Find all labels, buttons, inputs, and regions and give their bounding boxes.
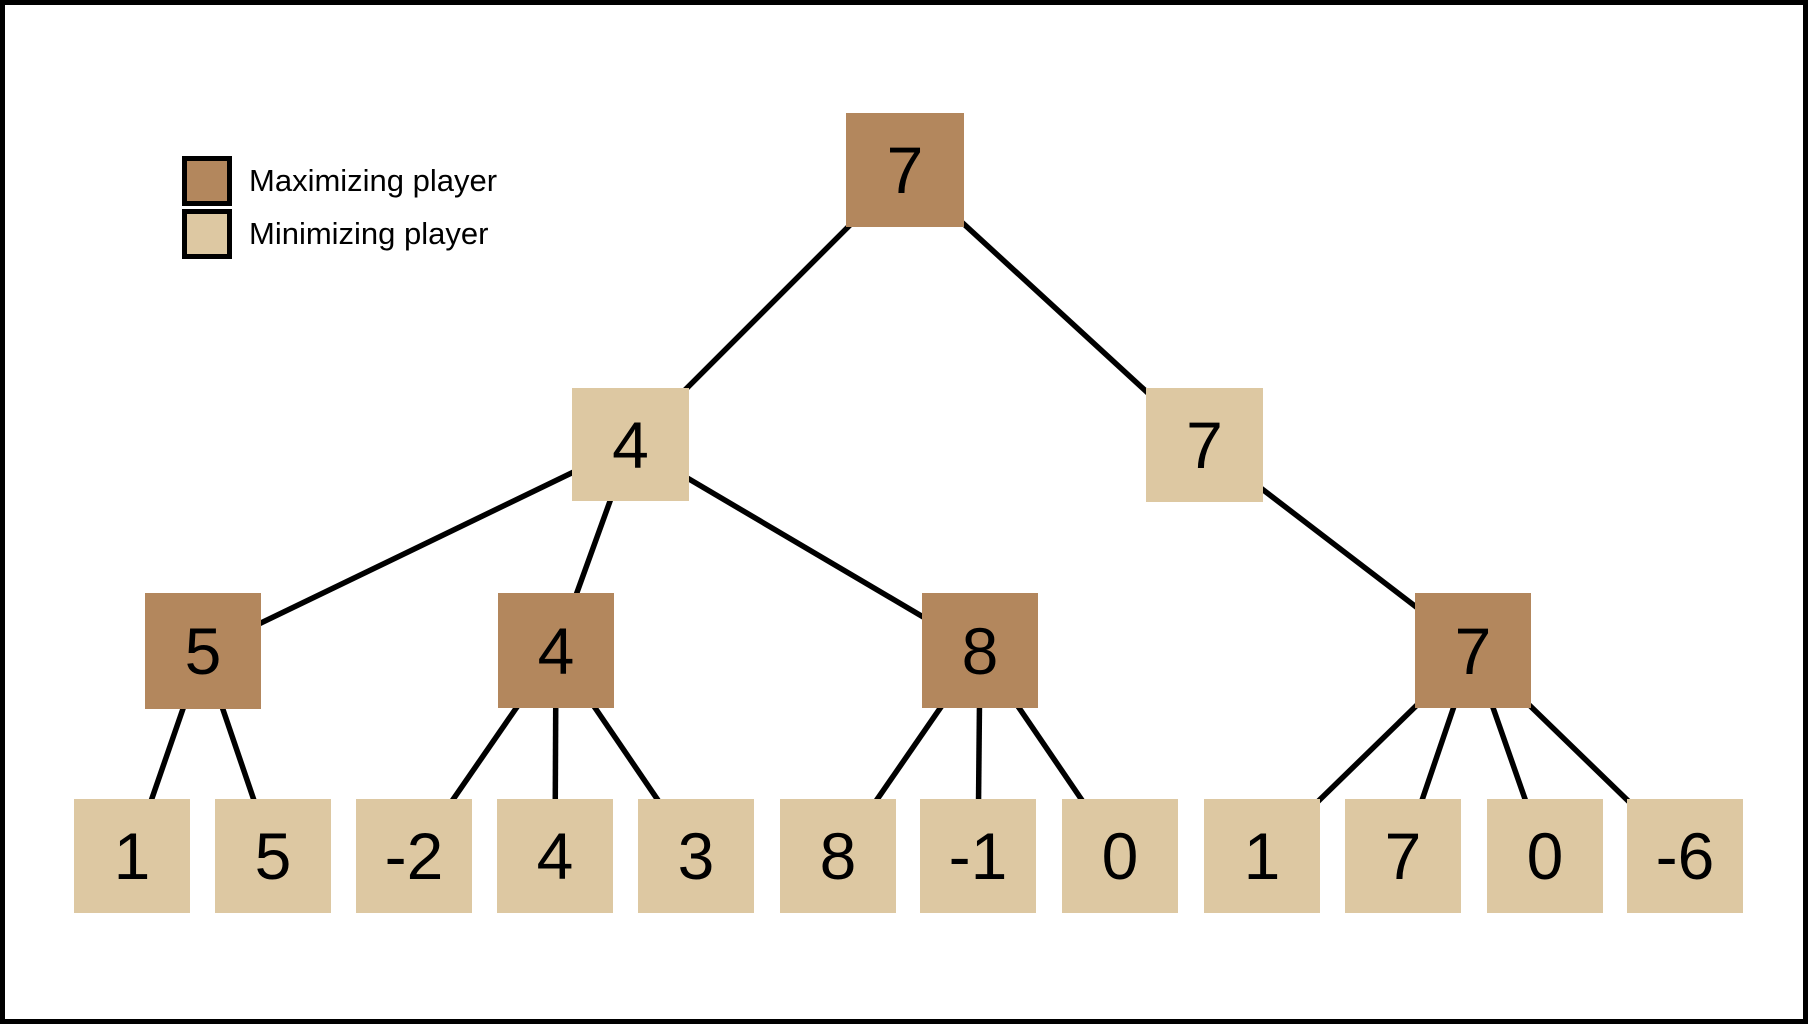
tree-node-l4-min: 3 [638,799,754,913]
tree-node-root-max: 7 [846,113,964,227]
tree-node-l8-min: 1 [1204,799,1320,913]
tree-node-l11-min: -6 [1627,799,1743,913]
legend: Maximizing player Minimizing player [182,154,497,260]
tree-node-n02-max: 8 [922,593,1038,708]
tree-node-l5-min: 8 [780,799,896,913]
tree-node-l7-min: 0 [1062,799,1178,913]
tree-node-l6-min: -1 [920,799,1036,913]
tree-node-l9-min: 7 [1345,799,1461,913]
maximizing-player-swatch-icon [182,155,232,206]
legend-label-maximizing: Maximizing player [249,162,498,198]
tree-node-l0-min: 1 [74,799,190,913]
tree-node-l3-min: 4 [497,799,613,913]
minimizing-player-swatch-icon [182,208,232,259]
tree-node-l2-min: -2 [356,799,472,913]
tree-edge-n0-n00 [201,442,632,654]
tree-node-n10-max: 7 [1415,593,1531,708]
tree-node-n0-min: 4 [572,388,689,501]
tree-node-l1-min: 5 [215,799,331,913]
tree-node-n01-max: 4 [498,593,614,708]
legend-row-maximizing: Maximizing player [182,154,497,207]
tree-node-n00-max: 5 [145,593,261,709]
legend-row-minimizing: Minimizing player [182,207,497,260]
tree-node-l10-min: 0 [1487,799,1603,913]
legend-label-minimizing: Minimizing player [249,215,489,251]
tree-node-n1-min: 7 [1146,388,1263,502]
